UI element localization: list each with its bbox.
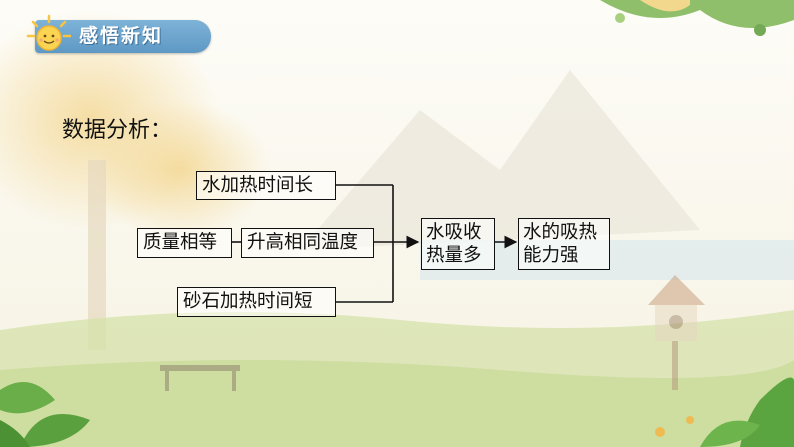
page-title: 感悟新知 <box>79 25 164 47</box>
node-water-absorb-line2: 热量多 <box>426 245 482 266</box>
node-sand-heat-time: 砂石加热时间短 <box>177 287 336 317</box>
node-water-absorb: 水吸收 热量多 <box>421 218 495 270</box>
node-equal-mass: 质量相等 <box>137 228 232 258</box>
node-water-heat-time: 水加热时间长 <box>196 171 336 200</box>
node-same-temp-rise: 升高相同温度 <box>241 228 374 258</box>
node-water-capacity-line2: 能力强 <box>523 245 579 266</box>
sun-icon <box>26 14 72 51</box>
node-water-capacity-line1: 水的吸热 <box>523 222 598 243</box>
section-label: 数据分析： <box>62 118 173 143</box>
header-badge: 感悟新知 <box>26 14 211 53</box>
node-water-absorb-line1: 水吸收 <box>426 222 482 243</box>
node-water-capacity: 水的吸热 能力强 <box>518 218 610 270</box>
